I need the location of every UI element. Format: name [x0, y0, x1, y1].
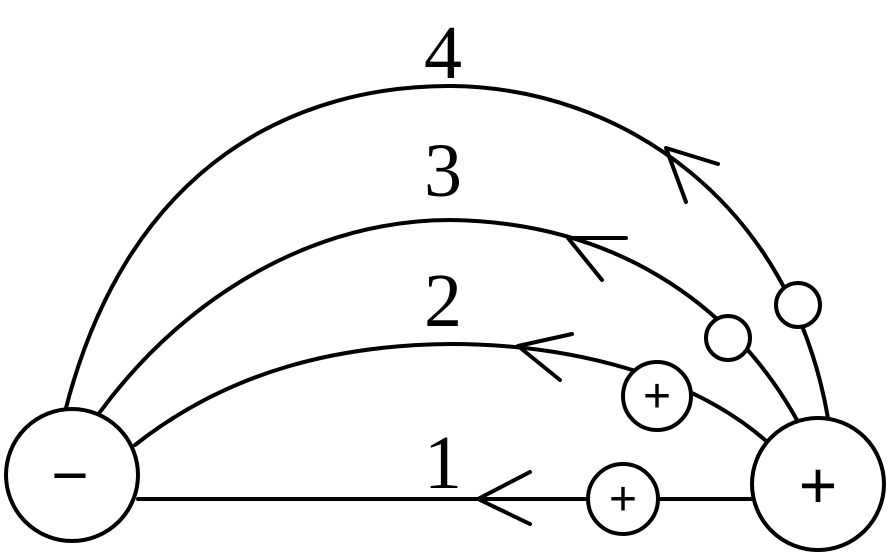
trajectory-2-label: 2 [424, 259, 462, 343]
arrow-trajectory-4-icon [664, 146, 720, 204]
arrow-trajectory-2-icon [516, 332, 574, 382]
particle-trajectory-1-sign: + [609, 473, 637, 526]
arrow-trajectory-3-icon [566, 236, 628, 282]
positive-charge: + [750, 416, 886, 552]
particle-trajectory-4 [774, 281, 822, 329]
trajectory-3-label: 3 [424, 129, 462, 213]
negative-charge: − [4, 407, 140, 543]
particle-trajectory-2: + [621, 360, 693, 432]
trajectory-1-label: 1 [424, 421, 462, 505]
negative-charge-sign: − [51, 439, 88, 511]
trajectory-4-label: 4 [424, 11, 462, 95]
particle-trajectory-1: + [586, 462, 660, 536]
arrow-trajectory-1-icon [476, 470, 532, 526]
trajectory-4-path [64, 83, 830, 420]
particle-trajectory-2-sign: + [643, 370, 671, 423]
particle-trajectory-3 [704, 314, 752, 362]
positive-charge-sign: + [799, 448, 838, 522]
